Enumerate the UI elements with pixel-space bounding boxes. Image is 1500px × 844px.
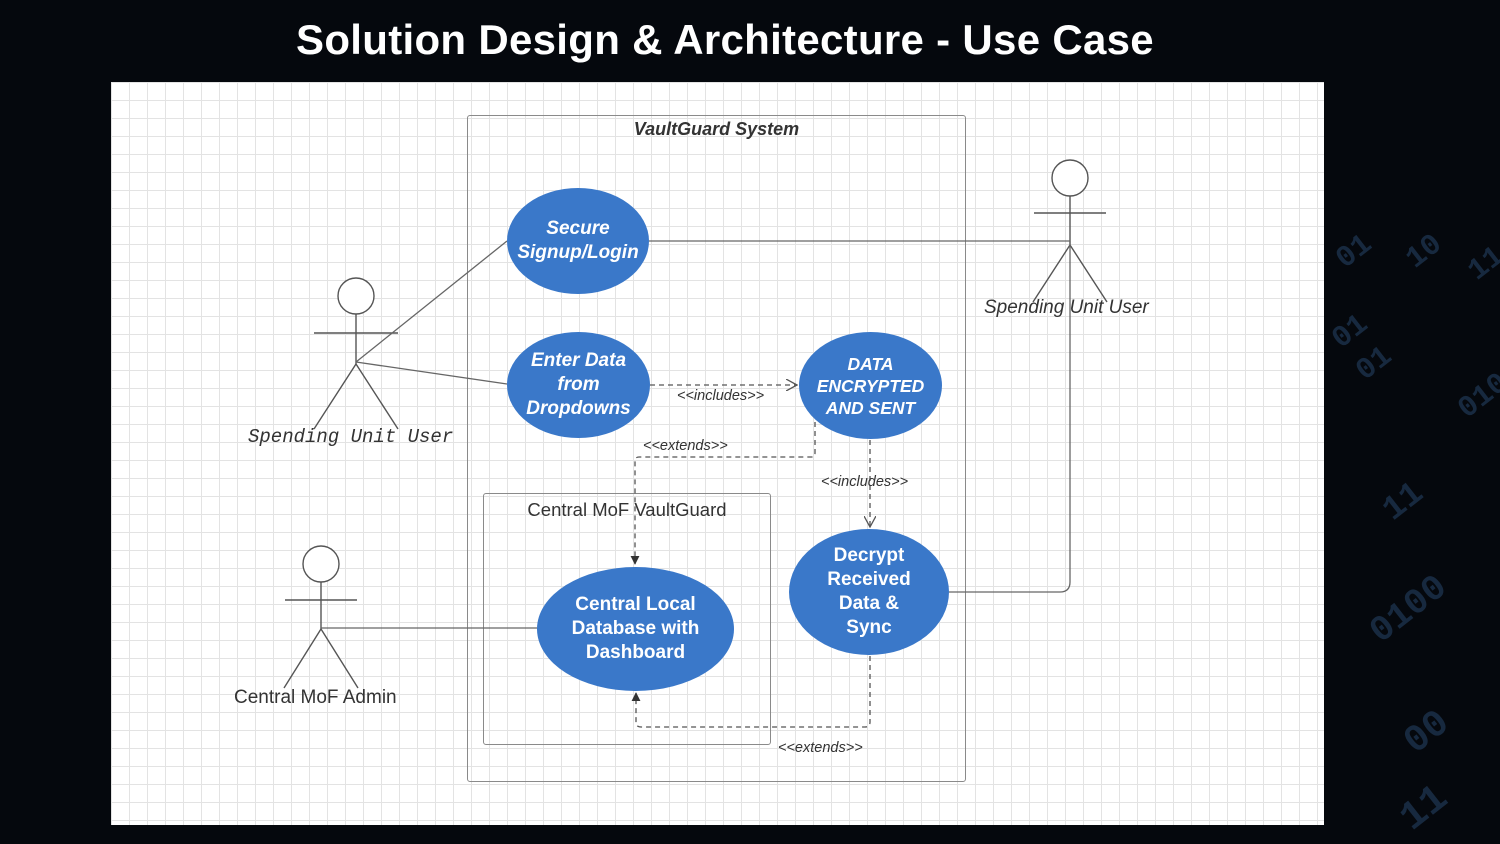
connector-layer — [283, 159, 1108, 728]
right-actor-label: Spending Unit User — [984, 297, 1149, 318]
background-digit: 00 — [1396, 701, 1459, 764]
sub-boundary-title: Central MoF VaultGuard — [527, 499, 727, 520]
left-actor-figure — [313, 277, 399, 430]
assoc-left-user-login — [355, 240, 508, 363]
background-digit: 10 — [1400, 227, 1450, 277]
background-digit: 010 — [1452, 366, 1500, 427]
admin-actor-label: Central MoF Admin — [234, 687, 397, 708]
admin-actor-figure — [283, 545, 359, 689]
assoc-right-user-decrypt — [949, 241, 1071, 593]
sub-boundary — [483, 493, 771, 745]
system-boundary-title: VaultGuard System — [633, 119, 800, 139]
usecase-decrypt-sync[interactable]: Decrypt Received Data & Sync — [789, 529, 949, 655]
background-digit: 0100 — [1362, 566, 1456, 653]
extends-label-2: <<extends>> — [778, 740, 863, 756]
diagram-canvas: VaultGuard System Central MoF VaultGuard — [111, 82, 1324, 825]
extends-label-1: <<extends>> — [643, 438, 728, 454]
system-boundary — [467, 115, 966, 782]
usecase-secure-login[interactable]: Secure Signup/Login — [507, 188, 649, 294]
background-digit: 11 — [1392, 776, 1458, 842]
slide-title: Solution Design & Architecture - Use Cas… — [296, 16, 1154, 63]
assoc-left-user-enter-data — [355, 361, 508, 385]
usecase-enter-data[interactable]: Enter Data from Dropdowns — [507, 332, 650, 438]
includes-label-2: <<includes>> — [821, 474, 909, 490]
dep-extends-2-line — [631, 656, 871, 728]
includes-label-1: <<includes>> — [677, 388, 765, 404]
usecase-central-database[interactable]: Central Local Database with Dashboard — [537, 567, 734, 691]
background-digit: 11 — [1376, 474, 1432, 530]
usecase-data-encrypted[interactable]: DATA ENCRYPTED AND SENT — [799, 332, 942, 439]
background-digit: 11 — [1462, 239, 1500, 289]
background-digit: 01 — [1330, 227, 1380, 277]
left-actor-label: Spending Unit User — [248, 426, 454, 448]
right-actor-figure — [1032, 159, 1108, 303]
